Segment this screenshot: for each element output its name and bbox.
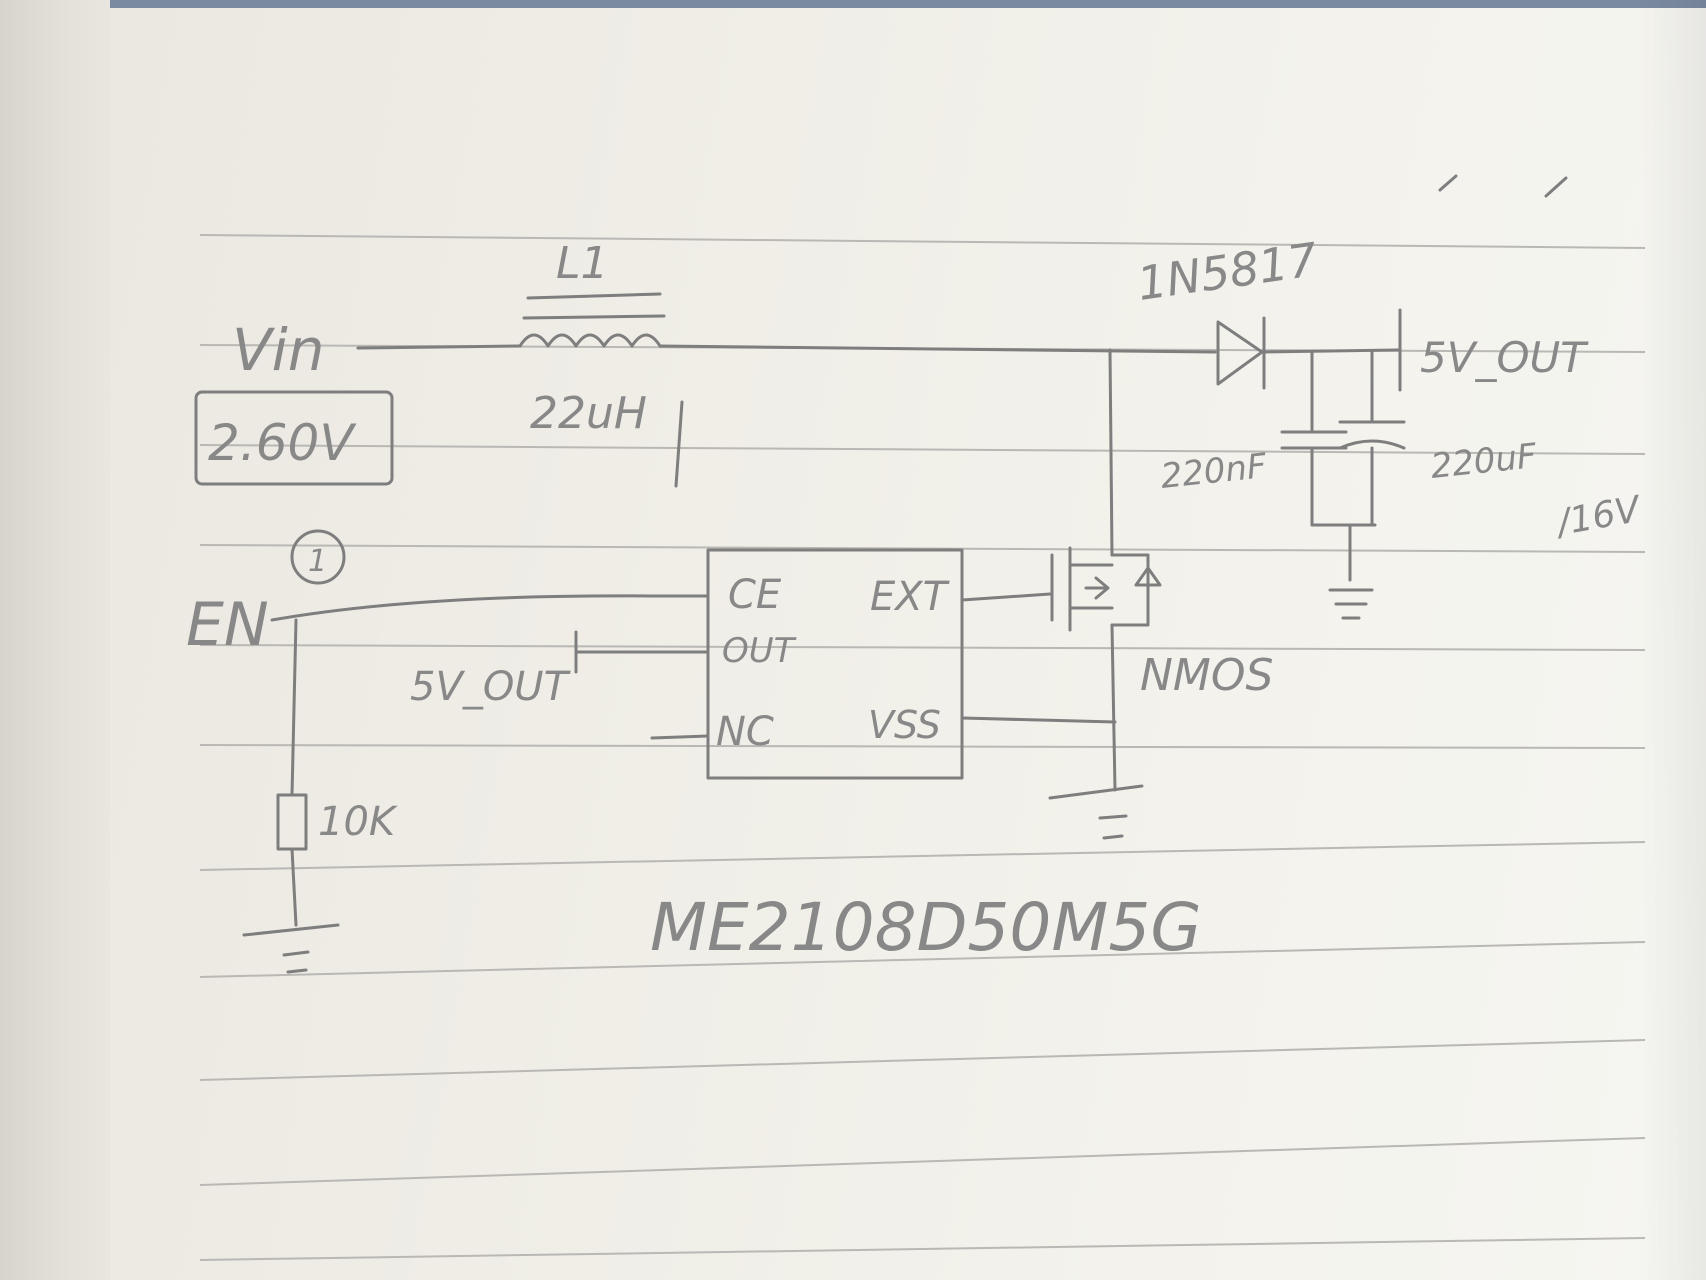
inductor-core-line-2 <box>526 292 662 300</box>
inductor-core-line <box>522 314 666 320</box>
nmos-arrow <box>1084 576 1110 600</box>
ext-gate-wire <box>960 592 1052 602</box>
output-rail-wire <box>1262 348 1402 354</box>
ic-pin-ext: EXT <box>870 574 951 620</box>
inductor-l1-symbol <box>518 333 662 348</box>
ic-part-number: ME2108D50M5G <box>650 889 1202 966</box>
vin-range-box <box>194 390 394 486</box>
main-ground-bar-2 <box>1098 814 1128 820</box>
vin-wire <box>356 344 522 350</box>
vin-label: Vin <box>232 316 325 384</box>
switch-node-wire <box>658 344 1217 354</box>
main-ground-bar-1 <box>1048 784 1144 800</box>
enable-resistor-lead <box>290 618 298 797</box>
ic-body <box>706 548 964 780</box>
enable-label: EN <box>186 590 269 660</box>
nmos-drain-source-stubs <box>1068 563 1114 610</box>
enable-ground-bar-3 <box>286 968 308 974</box>
switch-node-drop <box>1108 348 1114 557</box>
pulldown-resistor-symbol <box>276 793 308 851</box>
inductor-value: 22uH <box>530 388 647 439</box>
cap-large-plate-curved <box>1338 439 1406 450</box>
enable-wire <box>270 594 710 622</box>
cap-small-value: 220nF <box>1159 446 1269 497</box>
cap-large-value: 220uF <box>1429 436 1539 487</box>
nmos-source-to-ground <box>1110 623 1117 792</box>
inductor-designator: L1 <box>556 238 609 289</box>
vss-wire <box>960 716 1117 724</box>
diode-symbol <box>1216 320 1264 386</box>
cap-small-return <box>1310 446 1377 527</box>
pulldown-resistor-value: 10K <box>318 799 398 845</box>
enable-ground-bar-2 <box>282 950 310 957</box>
inductor-value-tick <box>674 400 684 488</box>
notebook-binding-shadow <box>0 0 110 1280</box>
resistor-ground-lead <box>290 847 298 927</box>
ic-pin-vss: VSS <box>868 703 941 747</box>
nmos-body-diode-symbol <box>1134 566 1162 587</box>
ic-pin-nc: NC <box>716 709 774 755</box>
output-label: 5V_OUT <box>1420 333 1589 382</box>
enable-marker-number: 1 <box>308 544 327 579</box>
stray-pencil-marks <box>1438 174 1568 198</box>
main-ground-bar-3 <box>1102 834 1124 840</box>
cap-voltage-rating: /16V <box>1551 489 1645 545</box>
page-edge-shadow <box>1636 0 1706 1280</box>
enable-ground-bar-1 <box>242 923 340 937</box>
ic-pin-ce: CE <box>728 572 782 618</box>
ruled-lines <box>199 234 1646 1261</box>
enable-marker-circle <box>290 529 346 585</box>
nmos-body-diode-loop <box>1110 553 1150 627</box>
ic-pin-out: OUT <box>722 631 797 671</box>
nmos-label: NMOS <box>1140 650 1273 701</box>
vin-range-label: 2.60V <box>208 414 357 472</box>
nc-pin-stub <box>650 734 710 740</box>
top-edge-strip <box>0 0 1706 8</box>
feedback-label: 5V_OUT <box>410 664 572 710</box>
